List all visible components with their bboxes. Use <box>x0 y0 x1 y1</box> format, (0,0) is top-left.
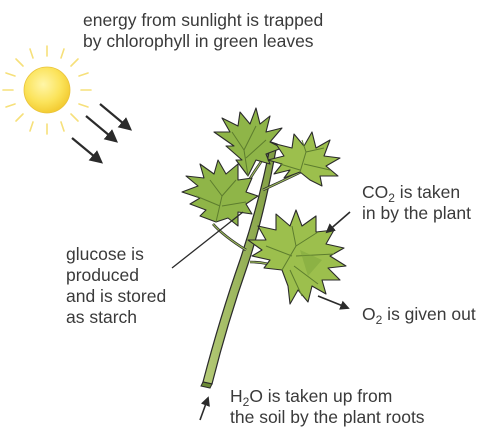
sun-icon <box>3 46 91 134</box>
sunlight-label-line1: energy from sunlight is trapped <box>83 10 323 31</box>
arrow-icon <box>327 212 350 232</box>
h2o-label-line2: the soil by the plant roots <box>230 407 425 428</box>
arrow-icon <box>72 138 101 162</box>
sunlight-label-line2: by chlorophyll in green leaves <box>83 31 323 52</box>
glucose-label-line1: glucose is <box>66 244 166 265</box>
glucose-label-line2: produced <box>66 265 166 286</box>
glucose-label-line3: and is stored <box>66 286 166 307</box>
co2-label-line2: in by the plant <box>362 203 471 224</box>
h2o-label-formula: H <box>230 386 243 406</box>
h2o-label: H2O is taken up from the soil by the pla… <box>230 386 425 428</box>
h2o-label-text: O is taken up from <box>249 386 392 406</box>
glucose-label: glucose is produced and is stored as sta… <box>66 244 166 328</box>
co2-label-text: is taken <box>395 182 460 202</box>
o2-label-formula: O <box>362 304 376 324</box>
arrow-icon <box>86 116 116 141</box>
arrow-icon <box>318 296 348 308</box>
leaf-icon <box>268 132 340 186</box>
o2-label-text: is given out <box>382 304 475 324</box>
o2-label: O2 is given out <box>362 304 476 325</box>
leaf-icon <box>248 210 346 304</box>
co2-label: CO2 is taken in by the plant <box>362 182 471 224</box>
sunlight-label: energy from sunlight is trapped by chlor… <box>83 10 323 52</box>
arrow-icon <box>200 398 208 420</box>
glucose-label-line4: as starch <box>66 307 166 328</box>
sunlight-arrows <box>72 104 130 162</box>
arrow-icon <box>100 104 130 129</box>
co2-label-formula: CO <box>362 182 388 202</box>
plant-illustration <box>182 108 346 388</box>
